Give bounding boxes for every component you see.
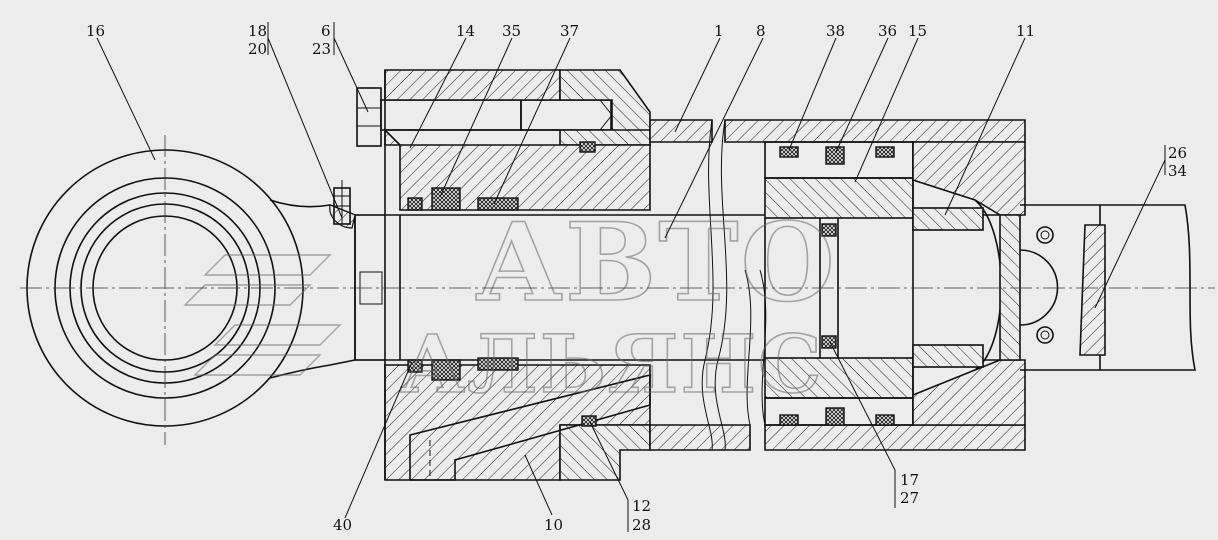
callout-11: 11 — [1016, 22, 1035, 40]
mounting-lug — [1019, 204, 1196, 371]
callout-20: 20 — [248, 40, 267, 58]
watermark-line1: АВТО — [475, 200, 837, 326]
callout-27: 27 — [900, 489, 919, 507]
callout-16: 16 — [86, 22, 105, 40]
callout-15: 15 — [908, 22, 927, 40]
callout-14: 14 — [456, 22, 475, 40]
piston — [764, 141, 914, 426]
callout-28: 28 — [632, 516, 651, 534]
callout-17: 17 — [900, 471, 919, 489]
callout-37: 37 — [560, 22, 579, 40]
callout-18: 18 — [248, 22, 267, 40]
callout-35: 35 — [502, 22, 521, 40]
gland-upper — [384, 69, 651, 215]
centerlines — [20, 135, 1215, 445]
leader-lines — [96, 22, 1166, 532]
end-cap — [912, 141, 1026, 426]
callout-34: 34 — [1168, 162, 1187, 180]
callout-36: 36 — [878, 22, 897, 40]
callout-12: 12 — [632, 497, 651, 515]
seals — [407, 141, 895, 427]
callout-23: 23 — [312, 40, 331, 58]
callout-38: 38 — [826, 22, 845, 40]
watermark: АВТО АЛЬЯНС — [183, 199, 837, 412]
callout-40: 40 — [333, 516, 352, 534]
callout-labels: 16 18 20 6 23 14 35 37 1 8 38 36 15 11 2… — [86, 22, 1187, 534]
callout-1: 1 — [714, 22, 724, 40]
callout-8: 8 — [756, 22, 766, 40]
callout-6: 6 — [321, 22, 331, 40]
watermark-line2: АЛЬЯНС — [400, 317, 824, 411]
callout-10: 10 — [544, 516, 563, 534]
callout-26: 26 — [1168, 144, 1187, 162]
